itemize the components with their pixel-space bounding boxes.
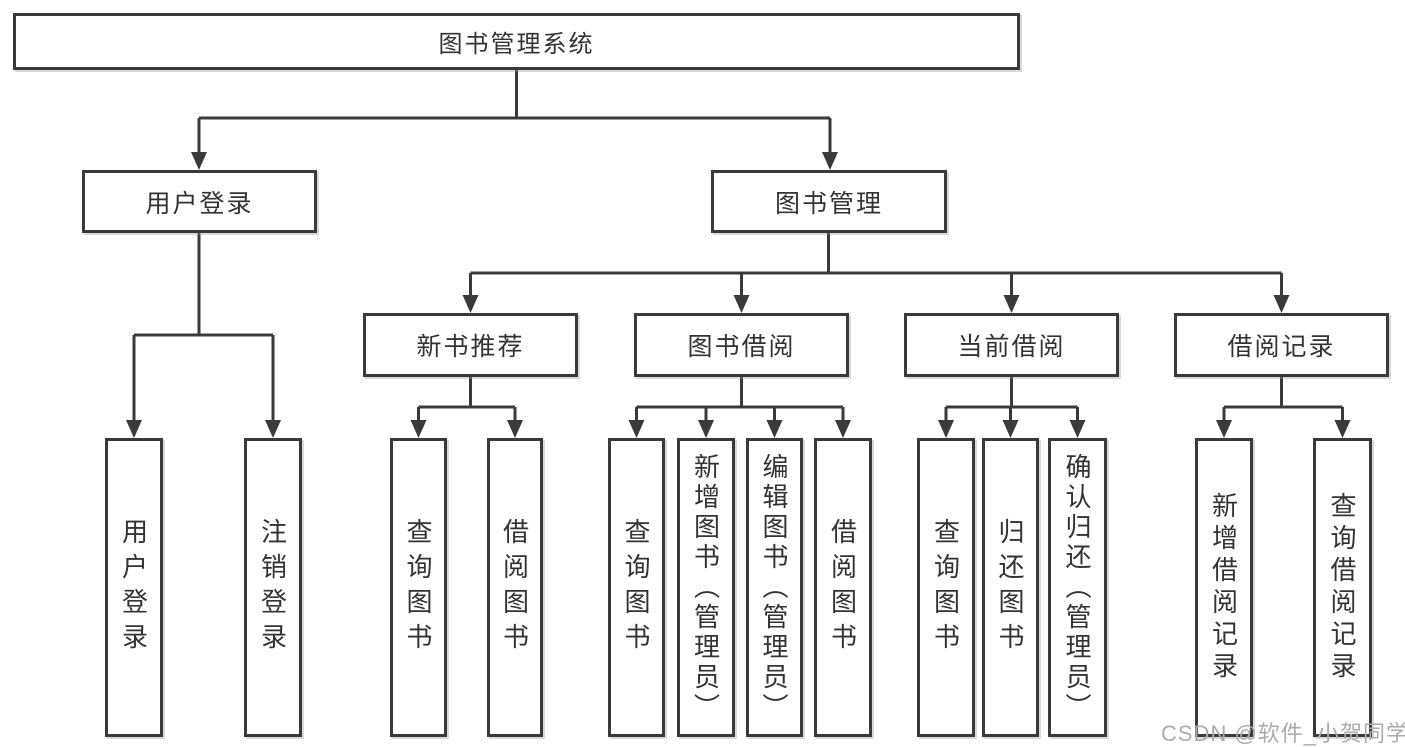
arrowheads-group bbox=[126, 152, 1351, 438]
watermark: CSDN @软件_小贺同学 bbox=[1161, 721, 1405, 746]
leaf-edit-books-admin: 编辑图书（管理员） bbox=[746, 438, 803, 737]
arrowhead-down-icon bbox=[698, 420, 714, 438]
arrowhead-down-icon bbox=[1002, 420, 1019, 438]
leaf-add-books-admin: 新增图书（管理员） bbox=[677, 438, 735, 737]
node-new-book-recommendation: 新书推荐 bbox=[363, 313, 578, 377]
leaf-confirm-return-admin: 确认归还（管理员） bbox=[1048, 438, 1107, 737]
arrowhead-down-icon bbox=[733, 295, 750, 313]
leaf-query-books-recommend: 查询图书 bbox=[390, 438, 447, 737]
leaf-borrow-books-recommend: 借阅图书 bbox=[487, 438, 543, 737]
leaf-return-books: 归还图书 bbox=[982, 438, 1039, 737]
node-book-management: 图书管理 bbox=[711, 170, 947, 233]
leaf-query-books-current: 查询图书 bbox=[917, 438, 975, 737]
tree-edges bbox=[132, 70, 1344, 423]
node-borrowing-records: 借阅记录 bbox=[1174, 313, 1389, 377]
arrowhead-down-icon bbox=[1273, 295, 1290, 313]
arrowhead-down-icon bbox=[1334, 420, 1351, 438]
node-root: 图书管理系统 bbox=[13, 13, 1020, 70]
arrowhead-down-icon bbox=[835, 420, 851, 438]
leaf-query-books-borrowing: 查询图书 bbox=[608, 438, 665, 737]
arrowhead-down-icon bbox=[938, 420, 954, 438]
leaf-query-borrow-record: 查询借阅记录 bbox=[1313, 438, 1372, 737]
arrowhead-down-icon bbox=[191, 152, 207, 170]
leaf-add-borrow-record: 新增借阅记录 bbox=[1195, 438, 1253, 737]
node-book-borrowing: 图书借阅 bbox=[634, 313, 849, 377]
arrowhead-down-icon bbox=[766, 420, 783, 438]
arrowhead-down-icon bbox=[265, 420, 281, 438]
node-user-login: 用户登录 bbox=[82, 170, 317, 233]
arrowhead-down-icon bbox=[1069, 420, 1086, 438]
arrowhead-down-icon bbox=[507, 420, 523, 438]
arrowhead-down-icon bbox=[462, 295, 479, 313]
arrowhead-down-icon bbox=[126, 420, 142, 438]
arrowhead-down-icon bbox=[1216, 420, 1232, 438]
leaf-logout: 注销登录 bbox=[244, 438, 302, 737]
leaf-user-login: 用户登录 bbox=[105, 438, 163, 737]
arrowhead-down-icon bbox=[628, 420, 645, 438]
arrowhead-down-icon bbox=[410, 420, 427, 438]
arrowhead-down-icon bbox=[1003, 295, 1020, 313]
arrowhead-down-icon bbox=[822, 152, 838, 170]
node-current-borrowing: 当前借阅 bbox=[904, 313, 1119, 377]
leaf-borrow-books-borrowing: 借阅图书 bbox=[814, 438, 872, 737]
